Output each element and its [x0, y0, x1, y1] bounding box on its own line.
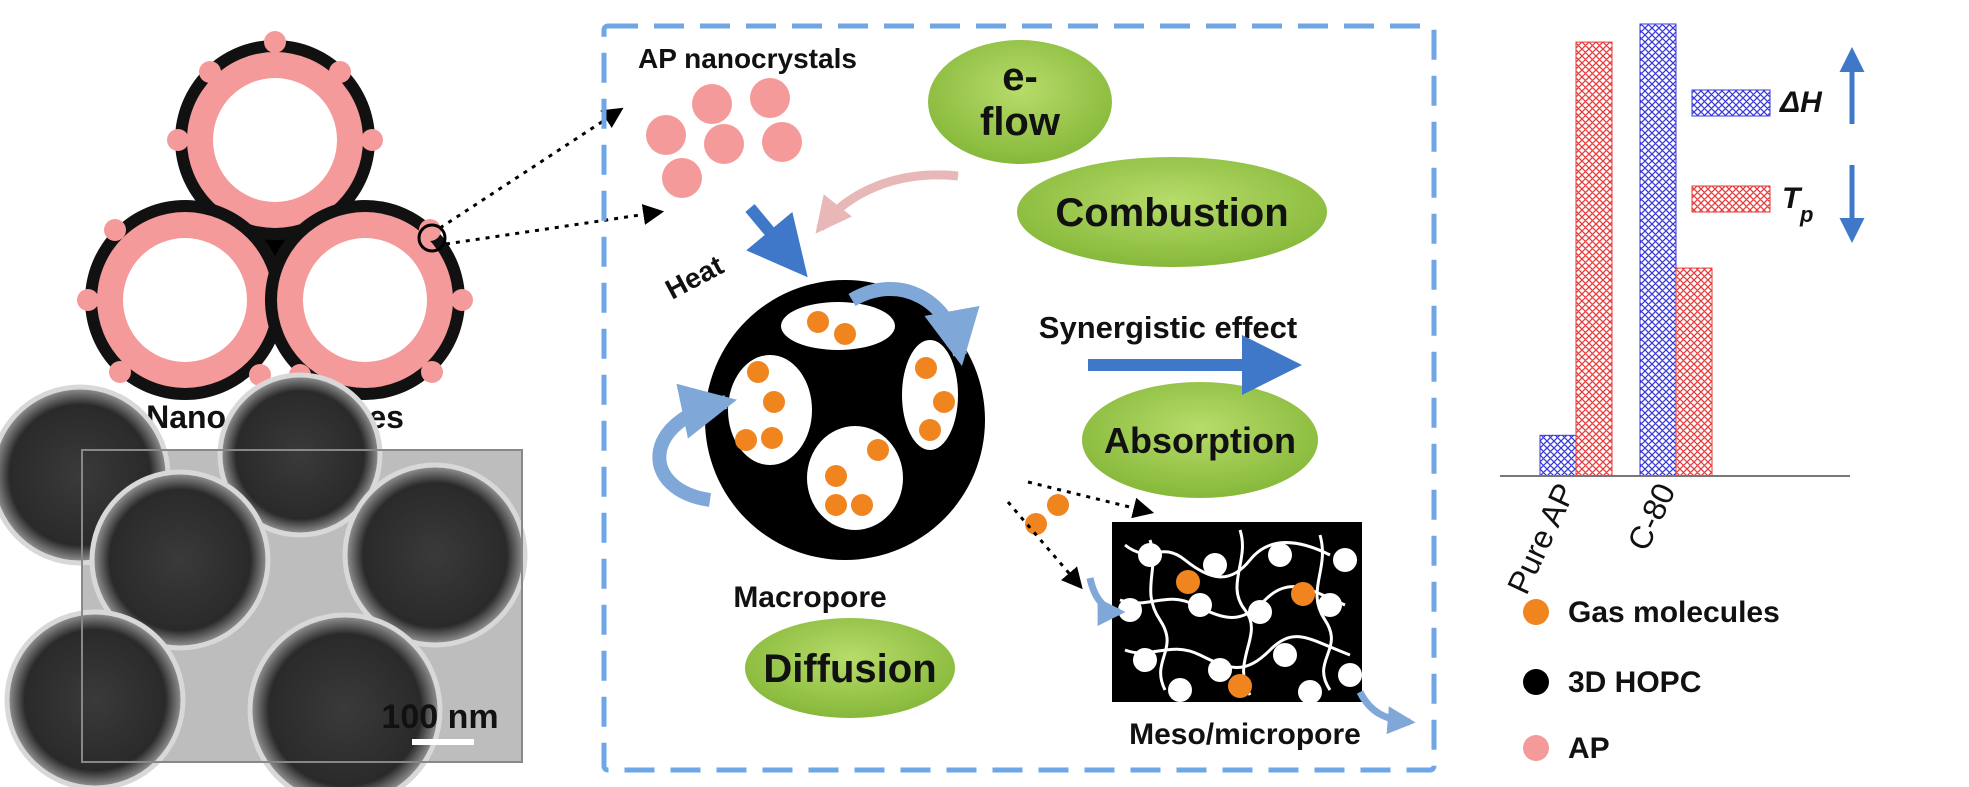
legend-swatch-tp	[1691, 185, 1771, 213]
macropore-left	[123, 238, 247, 362]
legend-swatch-dh	[1691, 89, 1771, 117]
escaping-gas-molecules	[1025, 494, 1069, 535]
mesopore-label: Meso/micropore	[1129, 718, 1361, 751]
zoom-arrow-lower	[445, 204, 665, 246]
bar-dh-1	[1639, 23, 1677, 477]
sem-micrograph	[0, 372, 528, 787]
diffusion-pill: Diffusion	[745, 618, 955, 718]
svg-text:Absorption: Absorption	[1104, 420, 1296, 461]
bar-tp-1	[1675, 267, 1713, 477]
meso-flow-out	[1356, 690, 1416, 735]
thermal-bar-chart: Pure AP C-80	[1500, 23, 1850, 600]
category-label-1: C-80	[1620, 478, 1682, 556]
macropore-label: Macropore	[733, 581, 886, 614]
legend-hopc-label: 3D HOPC	[1568, 666, 1701, 699]
legend-label-tp-sub: p	[1799, 202, 1813, 227]
diffusion-swirl-left	[652, 383, 737, 507]
bar-dh-0	[1539, 434, 1577, 477]
legend-ap-label: AP	[1568, 732, 1610, 765]
eflow-arrow	[815, 170, 959, 234]
svg-text:Diffusion: Diffusion	[763, 647, 936, 691]
synergy-label: Synergistic effect	[1039, 310, 1297, 345]
ap-nanocrystal-cluster	[646, 78, 802, 198]
combustion-pill: Combustion	[1017, 157, 1327, 267]
meso-arrow-lower	[1006, 501, 1083, 590]
macropore-top	[213, 78, 337, 202]
heat-label: Heat	[660, 249, 728, 305]
gas-molecules-in-macropore	[735, 311, 955, 516]
mesopore-network	[1112, 522, 1362, 704]
legend-hopc-marker	[1523, 669, 1549, 695]
meso-flow-in	[1086, 577, 1126, 626]
meso-arrow-upper	[1027, 480, 1155, 519]
svg-text:e-: e-	[1002, 55, 1038, 99]
absorption-pill: Absorption	[1082, 382, 1318, 498]
heat-arrow	[745, 204, 808, 278]
nanocomposite-schematic	[77, 31, 665, 400]
sem-spheres	[0, 372, 528, 787]
category-label-0: Pure AP	[1500, 478, 1582, 600]
legend-label-dh: ΔH	[1779, 86, 1823, 119]
macropore-right	[303, 238, 427, 362]
zoom-marker	[417, 223, 447, 253]
legend-gas-marker	[1523, 599, 1549, 625]
legend-ap-marker	[1523, 735, 1549, 761]
legend-label-tp: T	[1782, 182, 1803, 215]
ap-nanocrystals-label: AP nanocrystals	[638, 43, 857, 74]
eflow-pill: e- flow	[928, 40, 1112, 164]
chart-legend: ΔH T p	[1691, 47, 1865, 243]
zoom-arrow-upper	[439, 107, 624, 230]
mechanism-frame	[601, 23, 1437, 773]
scale-bar-label: 100 nm	[381, 698, 498, 736]
species-legend: Gas molecules 3D HOPC AP	[1523, 596, 1780, 765]
svg-text:Combustion: Combustion	[1055, 191, 1288, 235]
ap-beads	[77, 31, 473, 386]
legend-gas-label: Gas molecules	[1568, 596, 1780, 629]
bar-tp-0	[1575, 41, 1613, 477]
diffusion-swirl-top	[848, 282, 980, 367]
svg-text:flow: flow	[980, 100, 1061, 144]
